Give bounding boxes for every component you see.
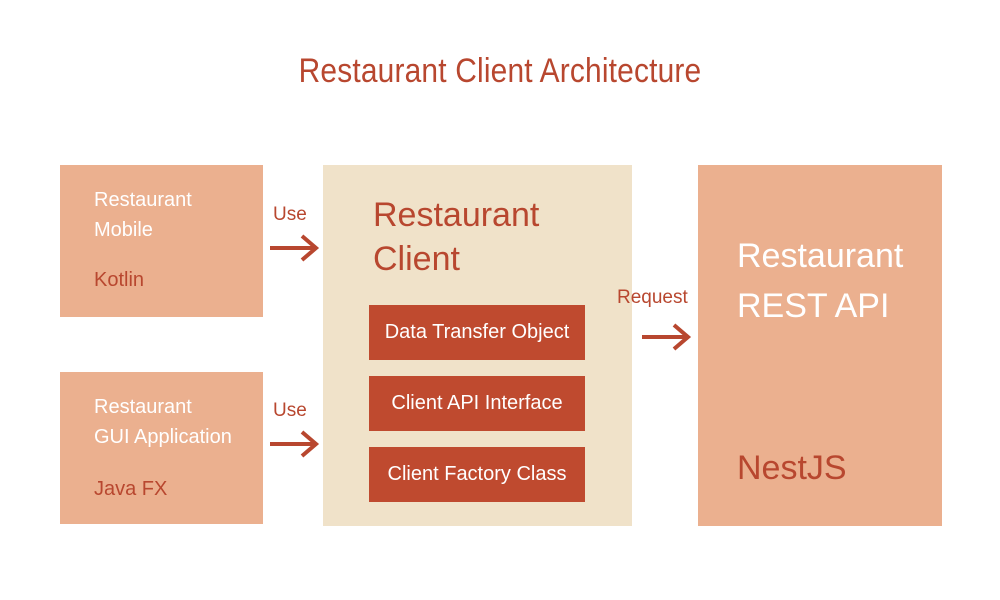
- mobile-app-name: Restaurant Mobile: [94, 189, 192, 241]
- mobile-app-box: Restaurant Mobile Kotlin: [60, 165, 263, 317]
- diagram-title: Restaurant Client Architecture: [298, 52, 702, 90]
- mobile-app-tech: Kotlin: [94, 269, 145, 291]
- restaurant-client-box: Restaurant Client Data Transfer Object C…: [323, 165, 632, 526]
- rest-api-box: Restaurant REST API NestJS: [698, 165, 942, 526]
- component-client-api-interface: Client API Interface: [369, 376, 585, 431]
- use-label-top: Use: [273, 204, 307, 225]
- use-arrow-top: [270, 234, 320, 262]
- component-data-transfer-object: Data Transfer Object: [369, 305, 585, 360]
- restaurant-client-title: Restaurant Client: [373, 196, 540, 278]
- request-arrow: [642, 323, 692, 351]
- rest-api-title: Restaurant REST API: [737, 237, 904, 325]
- rest-api-tech: NestJS: [737, 449, 847, 487]
- gui-app-box: Restaurant GUI Application Java FX: [60, 372, 263, 524]
- gui-app-name: Restaurant GUI Application: [94, 396, 232, 448]
- request-label: Request: [617, 287, 688, 308]
- component-client-factory-class: Client Factory Class: [369, 447, 585, 502]
- use-arrow-bottom: [270, 430, 320, 458]
- use-label-bottom: Use: [273, 400, 307, 421]
- gui-app-tech: Java FX: [94, 478, 168, 500]
